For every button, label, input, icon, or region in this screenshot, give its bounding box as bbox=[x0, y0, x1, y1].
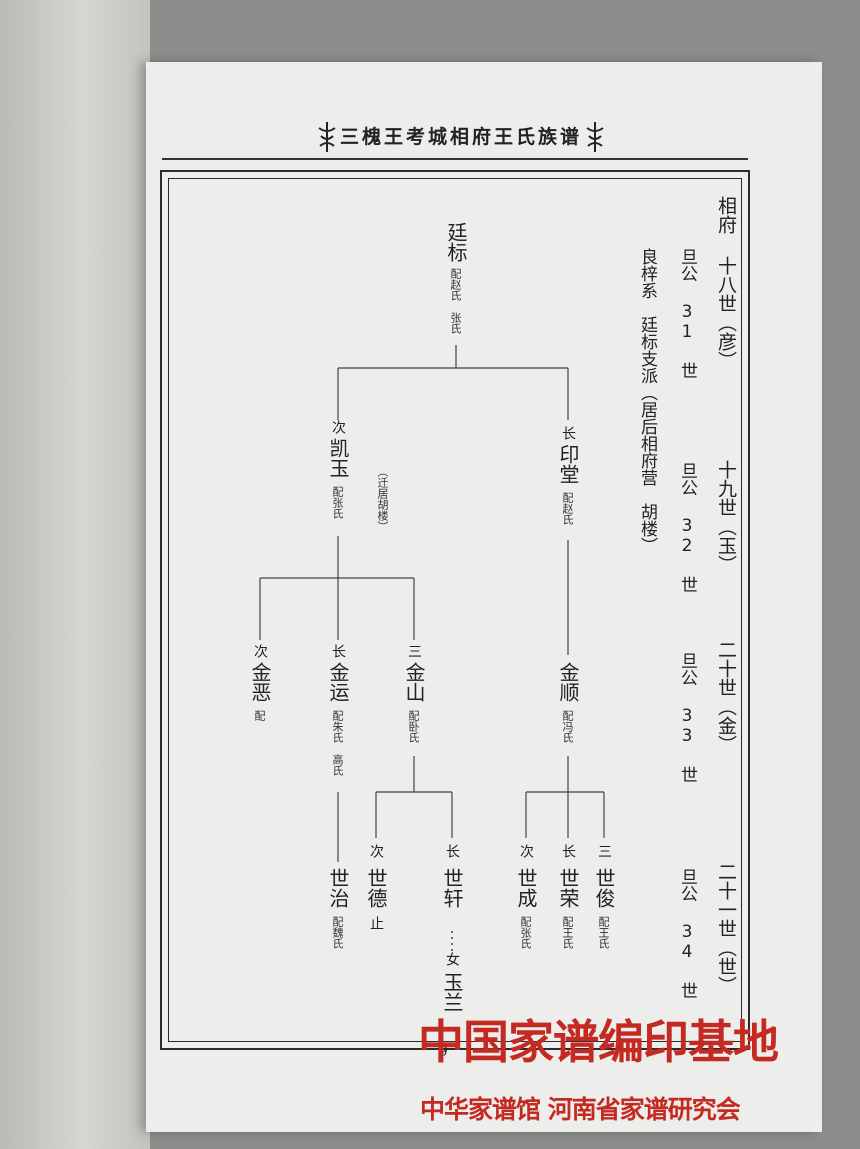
dan-gong-33-label: 旦公 33 世 bbox=[677, 652, 697, 783]
person-jine-spouse: 配 bbox=[253, 710, 266, 721]
person-shixuan: 世轩 bbox=[440, 868, 464, 908]
page-number: 9 bbox=[438, 1042, 448, 1060]
watermark-line-1: 中国家谱编印基地 bbox=[418, 1015, 779, 1069]
jinshan-order: 三 bbox=[406, 644, 422, 658]
kaiyu-order: 次 bbox=[330, 420, 346, 434]
generation-21-label: 二十一世（世） bbox=[715, 862, 737, 995]
person-shide: 世德 bbox=[364, 868, 388, 908]
shijun-order: 三 bbox=[596, 844, 612, 858]
generation-19-label: 十九世（玉） bbox=[715, 460, 737, 574]
person-jinyun-spouse: 配朱氏 高氏 bbox=[331, 710, 344, 776]
person-shijun: 世俊 bbox=[592, 868, 616, 908]
branch-description: 良梓系 廷标支派（居后相府营 胡楼） bbox=[637, 248, 657, 554]
shixuan-order: 长 bbox=[444, 844, 460, 858]
page-frame-outer bbox=[160, 170, 750, 1050]
shirong-order: 长 bbox=[560, 844, 576, 858]
book-title: 三槐王考城相府王氏族谱 bbox=[340, 126, 583, 148]
right-ornament-icon bbox=[586, 122, 604, 152]
person-yintang-spouse: 配赵氏 bbox=[561, 492, 574, 525]
dan-gong-32-label: 旦公 32 世 bbox=[677, 462, 697, 593]
left-ornament-icon bbox=[318, 122, 336, 152]
kaiyu-migration-note: （迁居胡楼） bbox=[376, 466, 389, 532]
person-shirong-spouse: 配王氏 bbox=[561, 916, 574, 949]
header-rule bbox=[162, 158, 748, 160]
jine-order: 次 bbox=[252, 644, 268, 658]
person-shizhi-spouse: 配魏氏 bbox=[331, 916, 344, 949]
page-frame-inner bbox=[168, 178, 742, 1042]
person-yulan: 玉兰 bbox=[440, 972, 464, 1012]
person-shirong: 世荣 bbox=[556, 868, 580, 908]
facing-page bbox=[0, 0, 150, 1149]
person-jinyun: 金运 bbox=[326, 662, 350, 702]
dan-gong-34-label: 旦公 34 世 bbox=[677, 868, 697, 999]
person-tingbiao: 廷标 bbox=[444, 222, 468, 262]
person-shicheng-spouse: 配张氏 bbox=[519, 916, 532, 949]
dan-gong-31-label: 旦公 31 世 bbox=[677, 248, 697, 379]
person-jinshan: 金山 bbox=[402, 662, 426, 702]
person-kaiyu: 凯玉 bbox=[326, 438, 350, 478]
shixuan-daughter-label: 女 bbox=[444, 952, 460, 966]
person-tingbiao-spouse: 配赵氏 张氏 bbox=[449, 268, 462, 334]
person-shijun-spouse: 配王氏 bbox=[597, 916, 610, 949]
person-shizhi: 世治 bbox=[326, 868, 350, 908]
watermark-line-2: 中华家谱馆 河南省家谱研究会 bbox=[420, 1095, 741, 1124]
person-jine: 金恶 bbox=[248, 662, 272, 702]
shicheng-order: 次 bbox=[518, 844, 534, 858]
person-jinshan-spouse: 配卧氏 bbox=[407, 710, 420, 743]
person-yintang: 印堂 bbox=[556, 444, 580, 484]
shide-order: 次 bbox=[368, 844, 384, 858]
generation-18-label: 相府 十八世（彦） bbox=[715, 196, 737, 370]
person-jinshun: 金顺 bbox=[556, 662, 580, 702]
person-jinshun-spouse: 配冯氏 bbox=[561, 710, 574, 743]
jinyun-order: 长 bbox=[330, 644, 346, 658]
book-page bbox=[146, 62, 822, 1132]
generation-20-label: 二十世（金） bbox=[715, 640, 737, 754]
person-shicheng: 世成 bbox=[514, 868, 538, 908]
shide-note: 止 bbox=[368, 916, 384, 930]
person-kaiyu-spouse: 配张氏 bbox=[331, 486, 344, 519]
yintang-order: 长 bbox=[560, 426, 576, 440]
